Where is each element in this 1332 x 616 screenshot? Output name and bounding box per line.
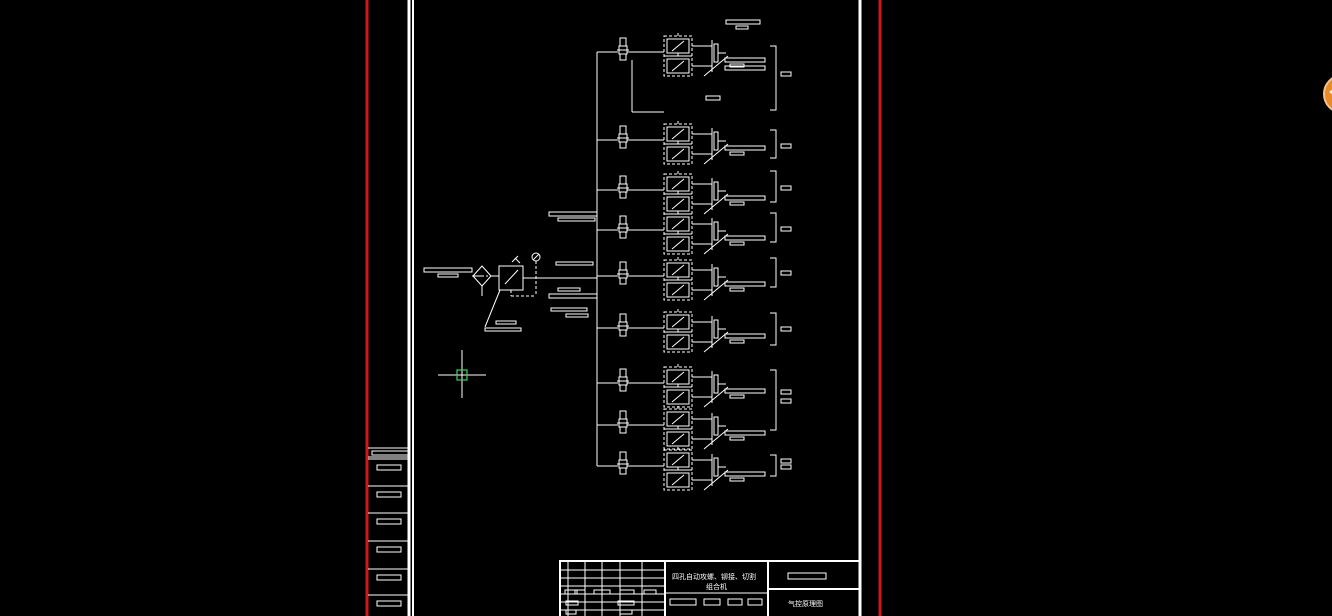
bracket-tag xyxy=(780,270,792,276)
label-box xyxy=(724,471,766,477)
air-source-unit xyxy=(423,211,598,332)
side-revision-block xyxy=(368,447,409,607)
bracket-tag xyxy=(780,185,792,191)
drawing-name-line2: 组合机 xyxy=(706,582,727,591)
bracket xyxy=(770,45,777,111)
label-box xyxy=(724,145,766,151)
bracket xyxy=(770,212,777,243)
bracket-tag xyxy=(780,326,792,332)
bracket xyxy=(770,129,777,159)
bracket xyxy=(770,312,777,346)
bracket-tag xyxy=(780,464,792,470)
pneumatic-schematic xyxy=(596,19,792,491)
label-box xyxy=(724,333,766,339)
label-box xyxy=(724,281,766,287)
label-box xyxy=(724,65,766,71)
bracket xyxy=(770,170,777,203)
bracket xyxy=(770,369,777,431)
label-box xyxy=(724,57,766,63)
bracket-tag xyxy=(780,71,792,77)
label-box xyxy=(724,388,766,394)
sheet-border xyxy=(407,0,862,616)
drawing-name-line1: 四孔自动攻螺、铆接、切割 xyxy=(672,572,756,581)
bracket-tag xyxy=(780,458,792,464)
label-box xyxy=(724,235,766,241)
bracket xyxy=(770,454,777,477)
bracket-tag xyxy=(780,398,792,404)
bracket-tag xyxy=(780,143,792,149)
title-block xyxy=(559,560,861,616)
label-box xyxy=(724,195,766,201)
crosshair-cursor-icon xyxy=(438,350,486,398)
label-box xyxy=(725,19,761,25)
drawing-title: 气控原理图 xyxy=(788,599,823,608)
bracket-tag xyxy=(780,389,792,395)
drawing-frame xyxy=(365,0,882,616)
label-box xyxy=(724,430,766,436)
bracket xyxy=(770,257,777,288)
bracket-tag xyxy=(780,226,792,232)
